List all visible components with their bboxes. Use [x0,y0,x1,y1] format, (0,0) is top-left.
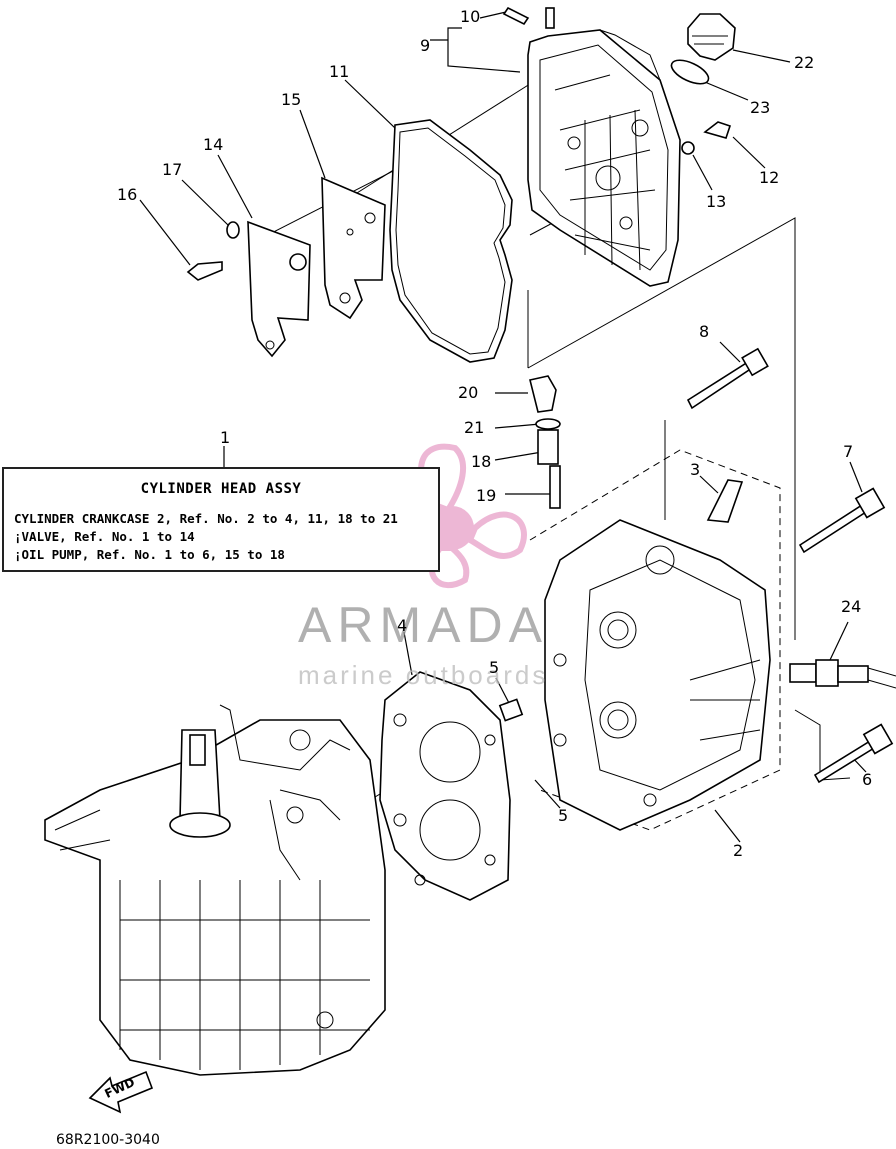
dowel-part-3 [706,479,744,523]
callout-18: 18 [471,452,492,471]
plate-part-15 [321,176,386,320]
gasket-part-11 [389,119,513,363]
pump-parts [529,375,561,509]
legend-line-1: CYLINDER CRANKCASE 2, Ref. No. 2 to 4, 1… [14,511,398,526]
dowel-part-5a [498,698,524,722]
bolt-part-16 [186,261,223,281]
callout-6: 6 [862,770,873,789]
leader-lines [139,11,867,843]
callout-10: 10 [460,7,481,26]
callout-20: 20 [458,383,479,402]
legend-line-3: ¡OIL PUMP, Ref. No. 1 to 6, 15 to 18 [14,547,285,562]
washer-part-13 [681,141,695,155]
legend-title: CYLINDER HEAD ASSY [140,481,302,497]
callout-3: 3 [690,460,701,479]
bolt-part-12 [703,121,732,139]
bolt-part-8 [686,347,769,410]
callout-5a: 5 [489,658,500,677]
callout-7: 7 [843,442,854,461]
o-ring-part-23 [670,59,710,85]
oil-filler-cap [687,13,736,61]
callout-5b: 5 [558,806,569,825]
callout-8: 8 [699,322,710,341]
callout-14: 14 [203,135,224,154]
callout-1: 1 [220,428,231,447]
callout-4: 4 [397,616,408,635]
callout-2: 2 [733,841,744,860]
diagram-code: 68R2100-3040 [56,1132,160,1148]
bolt-part-10 [502,6,555,29]
assembly-legend: CYLINDER HEAD ASSY CYLINDER CRANKCASE 2,… [2,467,440,572]
callout-11: 11 [329,62,350,81]
watermark-brand: ARMADA [298,597,548,653]
callout-23: 23 [750,98,771,117]
cylinder-head [529,449,781,831]
fwd-arrow [88,1070,154,1114]
valve-cover [527,29,681,287]
callout-12: 12 [759,168,780,187]
callout-17: 17 [162,160,183,179]
callout-13: 13 [706,192,727,211]
callout-19: 19 [476,486,497,505]
spark-plug-part-24 [789,659,896,689]
watermark-tagline: marine outboards [298,660,549,690]
bolt-part-6 [813,723,894,784]
callout-21: 21 [464,418,485,437]
callout-15: 15 [281,90,302,109]
callout-9: 9 [420,36,431,55]
callout-16: 16 [117,185,138,204]
washer-part-17 [226,221,240,239]
cylinder-block [44,704,386,1076]
head-gasket-part-4 [379,671,511,901]
bolt-part-7 [798,487,886,554]
callout-22: 22 [794,53,815,72]
callout-24: 24 [841,597,862,616]
legend-line-2: ¡VALVE, Ref. No. 1 to 14 [14,529,195,544]
plate-part-14 [247,220,311,358]
